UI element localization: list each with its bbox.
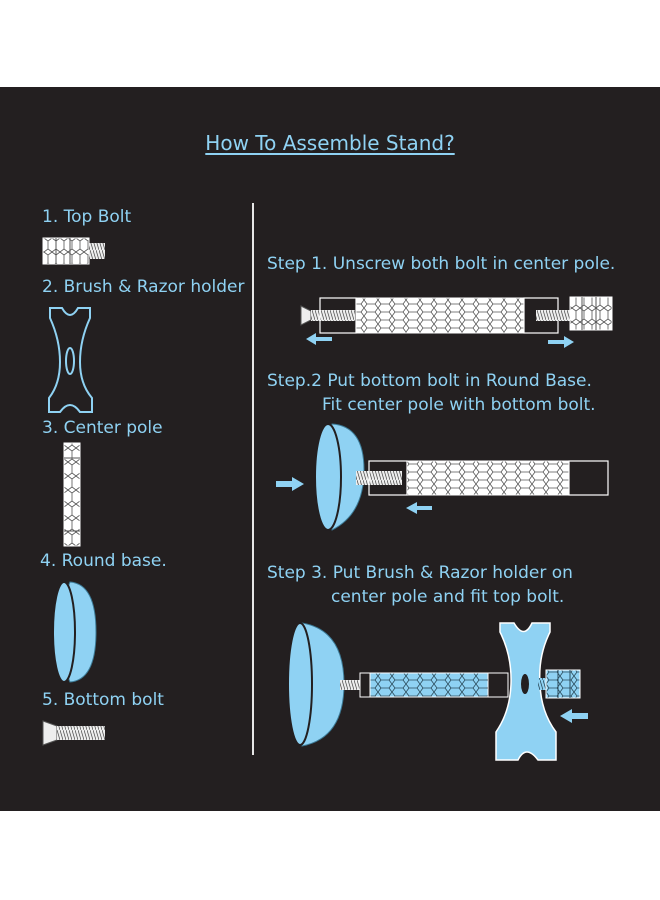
top-bolt-icon [42, 237, 105, 265]
part-label-holder: 2. Brush & Razor holder [42, 277, 245, 297]
part-label-top-bolt: 1. Top Bolt [42, 207, 132, 227]
page-title: How To Assemble Stand? [205, 131, 455, 155]
step-3-line-2: center pole and fit top bolt. [331, 587, 565, 607]
step-1-line-1: Step 1. Unscrew both bolt in center pole… [267, 254, 616, 274]
part-label-center-pole: 3. Center pole [42, 418, 163, 438]
bottom-bolt-icon [42, 720, 105, 746]
step-3-line-1: Step 3. Put Brush & Razor holder on [267, 563, 573, 583]
step-3-illustration [287, 622, 588, 761]
part-label-round-base: 4. Round base. [40, 551, 167, 571]
step-2-line-2: Fit center pole with bottom bolt. [322, 395, 596, 415]
center-pole-icon [63, 442, 81, 547]
step-1-illustration [300, 296, 613, 348]
step-2-illustration [276, 423, 609, 531]
round-base-icon [52, 581, 97, 683]
column-divider [252, 203, 254, 755]
brush-razor-holder-icon [48, 307, 93, 413]
part-label-bottom-bolt: 5. Bottom bolt [42, 690, 164, 710]
step-2-line-1: Step.2 Put bottom bolt in Round Base. [267, 371, 592, 391]
